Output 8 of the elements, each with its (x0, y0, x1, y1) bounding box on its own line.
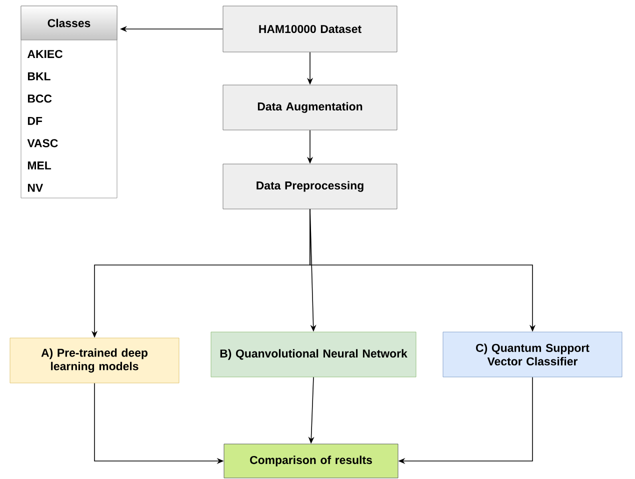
method-box: A) Pre-trained deep learning models (10, 338, 180, 384)
class-list-box: Classes AKIEC BKL BCC DF VASC MEL NV (20, 6, 118, 198)
result-box: Comparison of results (224, 444, 398, 478)
process-box: HAM10000 Dataset (222, 6, 398, 52)
method-box: B) Quanvolutional Neural Network (210, 332, 416, 378)
process-box: Data Augmentation (222, 84, 398, 130)
process-box: Data Preprocessing (222, 164, 398, 210)
method-box: C) Quantum Support Vector Classifier (442, 332, 622, 378)
